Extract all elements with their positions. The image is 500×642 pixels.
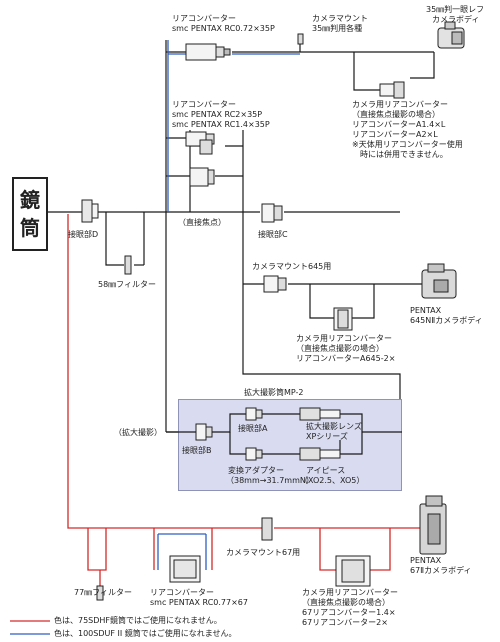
mag-lens-label-2: XPシリーズ bbox=[306, 432, 348, 441]
rc2-label-3: smc PENTAX RC1.4×35P bbox=[172, 120, 270, 129]
adapter-label-2: （38mm→31.7mmN） bbox=[226, 476, 314, 485]
camera645-label-1: PENTAX bbox=[410, 306, 442, 315]
filter77-label: 77㎜フィルター bbox=[74, 588, 133, 597]
barrel-label-bottom: 筒 bbox=[20, 216, 40, 240]
adapter-label-1: 変換アダプター bbox=[228, 466, 284, 475]
rear-conv-label-1: カメラ用リアコンバーター bbox=[352, 100, 448, 109]
rc077-label-1: リアコンバーター bbox=[150, 588, 214, 597]
camera-mount-67-icon bbox=[261, 517, 273, 541]
legend-blue-text: 色は、100SDUF II 鏡筒ではご使用になれません。 bbox=[54, 629, 237, 638]
mag-title-label: 拡大撮影筒MP-2 bbox=[244, 388, 304, 397]
rear-converter-67-icon bbox=[335, 555, 371, 587]
rear-conv-label-5: ※天体用リアコンバーター使用 bbox=[352, 140, 463, 149]
filter58-label: 58㎜フィルター bbox=[98, 280, 157, 289]
filter-77-icon bbox=[96, 585, 104, 601]
camera35-label-1: 35㎜判一眼レフ bbox=[426, 5, 485, 14]
rear-conv-label-2: （直接焦点撮影の場合） bbox=[352, 110, 440, 119]
rear-conv-label-4: リアコンバーターA2×L bbox=[352, 130, 438, 139]
rc67-label-3: 67リアコンバーター1.4× bbox=[302, 608, 396, 617]
red-restricted-lines bbox=[10, 214, 420, 622]
legend-red-text: 色は、75SDHF鏡筒ではご使用になれません。 bbox=[54, 616, 222, 625]
rc2-label-2: smc PENTAX RC2×35P bbox=[172, 110, 263, 119]
adapter-icon bbox=[245, 447, 263, 461]
adapter-tube-icon bbox=[199, 139, 213, 155]
camera-mount-645-icon bbox=[263, 275, 287, 293]
rc645-label-3: リアコンバーターA645-2× bbox=[296, 354, 396, 363]
eyepiece-c-label: 接眼部C bbox=[258, 230, 288, 239]
magnify-lens-icon bbox=[299, 407, 341, 421]
filter-58-icon bbox=[124, 255, 132, 275]
rc67-label-4: 67リアコンバーター2× bbox=[302, 618, 388, 627]
eyepiece-c-icon bbox=[261, 203, 283, 223]
mount67-label: カメラマウント67用 bbox=[226, 548, 301, 557]
camera-mount-35-icon bbox=[297, 33, 304, 45]
camera67-label-1: PENTAX bbox=[410, 556, 442, 565]
rear-conv-label-6: 時には併用できません。 bbox=[352, 150, 448, 159]
rear-converter-077-icon bbox=[169, 555, 201, 583]
extension-tube-icon bbox=[189, 167, 215, 187]
blue-restricted-lines bbox=[10, 40, 300, 635]
eyepiece-d-label: 接眼部D bbox=[68, 230, 99, 239]
rc645-label-1: カメラ用リアコンバーター bbox=[296, 334, 392, 343]
mag-lens-label-1: 拡大撮影レンズ bbox=[306, 422, 362, 431]
direct-focus-label: （直接焦点） bbox=[178, 218, 226, 227]
rc072-label-2: smc PENTAX RC0.72×35P bbox=[172, 24, 275, 33]
eyepiece-d-icon bbox=[81, 199, 99, 223]
rear-converter-rc2-icon bbox=[185, 131, 215, 147]
telescope-barrel: 鏡 筒 bbox=[12, 177, 48, 251]
eyepiece-xo-label-1: アイピース bbox=[306, 466, 346, 475]
rc072-label-1: リアコンバーター bbox=[172, 14, 236, 23]
camera-645-icon bbox=[421, 263, 457, 299]
enlarged-label: （拡大撮影） bbox=[114, 428, 162, 437]
rear-converter-645-icon bbox=[333, 307, 353, 331]
camera35-label-2: カメラボディ bbox=[432, 15, 480, 24]
rc077-label-2: smc PENTAX RC0.77×67 bbox=[150, 598, 248, 607]
camera-67-icon bbox=[419, 495, 447, 555]
camera-35-icon bbox=[437, 21, 465, 49]
eyepiece-b-label: 接眼部B bbox=[182, 446, 212, 455]
eyepiece-a-icon bbox=[245, 407, 263, 421]
camera645-label-2: 645NⅡカメラボディ bbox=[410, 316, 483, 325]
eyepiece-xo-icon bbox=[299, 447, 341, 461]
camera67-label-2: 67Ⅱカメラボディ bbox=[410, 566, 472, 575]
rc645-label-2: （直接焦点撮影の場合） bbox=[296, 344, 384, 353]
rc2-label-1: リアコンバーター bbox=[172, 100, 236, 109]
rear-converter-072-icon bbox=[185, 43, 231, 61]
rear-converter-a14-icon bbox=[379, 81, 405, 99]
eyepiece-b-icon bbox=[195, 423, 213, 441]
rear-conv-label-3: リアコンバーターA1.4×L bbox=[352, 120, 446, 129]
mount35-label-2: 35㎜判用各種 bbox=[312, 24, 363, 33]
barrel-label-top: 鏡 bbox=[20, 188, 40, 212]
mount35-label-1: カメラマウント bbox=[312, 14, 368, 23]
eyepiece-xo-label-2: （XO2.5、XO5） bbox=[300, 476, 365, 485]
rc67-label-2: （直接焦点撮影の場合） bbox=[302, 598, 390, 607]
mount645-label: カメラマウント645用 bbox=[252, 262, 332, 271]
eyepiece-a-label: 接眼部A bbox=[238, 424, 268, 433]
rc67-label-1: カメラ用リアコンバーター bbox=[302, 588, 398, 597]
